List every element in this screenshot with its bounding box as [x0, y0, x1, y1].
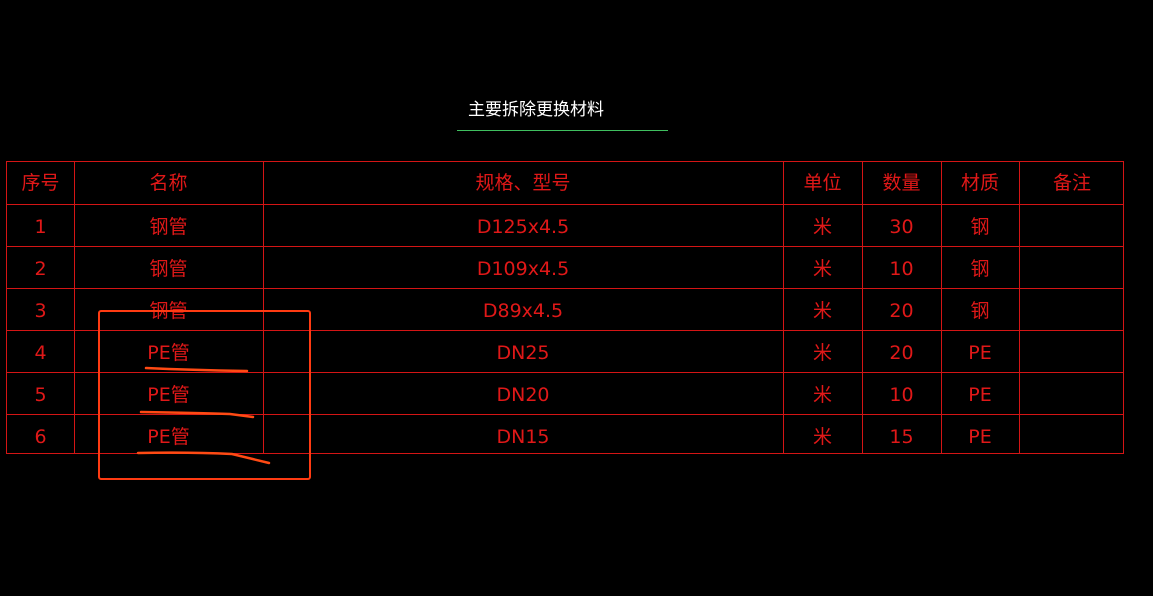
cell-spec: D89x4.5	[482, 300, 564, 322]
cell-spec: DN20	[496, 384, 550, 406]
table-row-divider	[7, 414, 1123, 415]
header-seq: 序号	[21, 172, 60, 194]
header-unit: 单位	[803, 172, 842, 194]
cell-name: 钢管	[149, 216, 188, 238]
cell-unit: 米	[812, 300, 832, 322]
materials-table: 序号 名称 规格、型号 单位 数量 材质 备注 1 钢管 D125x4.5 米 30 钢 2 钢管 D109x…	[6, 161, 1124, 454]
header-remark: 备注	[1052, 172, 1091, 194]
table-column-divider	[263, 162, 264, 453]
header-name: 名称	[149, 172, 188, 194]
table-row-divider	[7, 372, 1123, 373]
cell-name: PE管	[147, 342, 190, 364]
cell-quantity: 10	[889, 384, 914, 406]
cell-name: PE管	[147, 384, 190, 406]
table-row-divider	[7, 288, 1123, 289]
header-quantity: 数量	[882, 172, 921, 194]
cell-unit: 米	[812, 384, 832, 406]
table-column-divider	[74, 162, 75, 453]
cell-material: PE	[968, 384, 992, 406]
table-column-divider	[1019, 162, 1020, 453]
cell-spec: DN25	[496, 342, 550, 364]
cell-material: 钢	[970, 300, 990, 322]
cell-seq: 1	[34, 216, 47, 238]
cell-quantity: 15	[889, 425, 914, 448]
title-underline	[457, 130, 668, 131]
underline-stroke-row-4	[144, 366, 249, 373]
cell-unit: 米	[812, 425, 832, 448]
highlight-box-annotation	[98, 310, 311, 480]
header-material: 材质	[960, 172, 999, 194]
cell-seq: 3	[34, 300, 47, 322]
table-column-divider	[941, 162, 942, 453]
cell-material: 钢	[970, 216, 990, 238]
cell-seq: 6	[34, 425, 47, 448]
cell-unit: 米	[812, 258, 832, 280]
cell-spec: DN15	[496, 425, 550, 448]
table-row-divider	[7, 330, 1123, 331]
cell-name: 钢管	[149, 258, 188, 280]
cell-quantity: 20	[889, 300, 914, 322]
cell-unit: 米	[812, 216, 832, 238]
table-column-divider	[783, 162, 784, 453]
table-column-divider	[862, 162, 863, 453]
cell-spec: D109x4.5	[476, 258, 570, 280]
cell-material: PE	[968, 425, 992, 448]
cell-name: PE管	[147, 425, 190, 448]
cell-seq: 5	[34, 384, 47, 406]
cell-seq: 2	[34, 258, 47, 280]
cell-quantity: 30	[889, 216, 914, 238]
cell-material: PE	[968, 342, 992, 364]
table-row-divider	[7, 204, 1123, 205]
table-row-divider	[7, 246, 1123, 247]
cell-quantity: 20	[889, 342, 914, 364]
cell-spec: D125x4.5	[476, 216, 570, 238]
cell-seq: 4	[34, 342, 47, 364]
underline-stroke-row-6	[136, 451, 271, 465]
table-title: 主要拆除更换材料	[468, 100, 604, 120]
cell-material: 钢	[970, 258, 990, 280]
cell-unit: 米	[812, 342, 832, 364]
underline-stroke-row-5	[139, 410, 255, 419]
header-spec: 规格、型号	[475, 172, 571, 194]
cell-quantity: 10	[889, 258, 914, 280]
